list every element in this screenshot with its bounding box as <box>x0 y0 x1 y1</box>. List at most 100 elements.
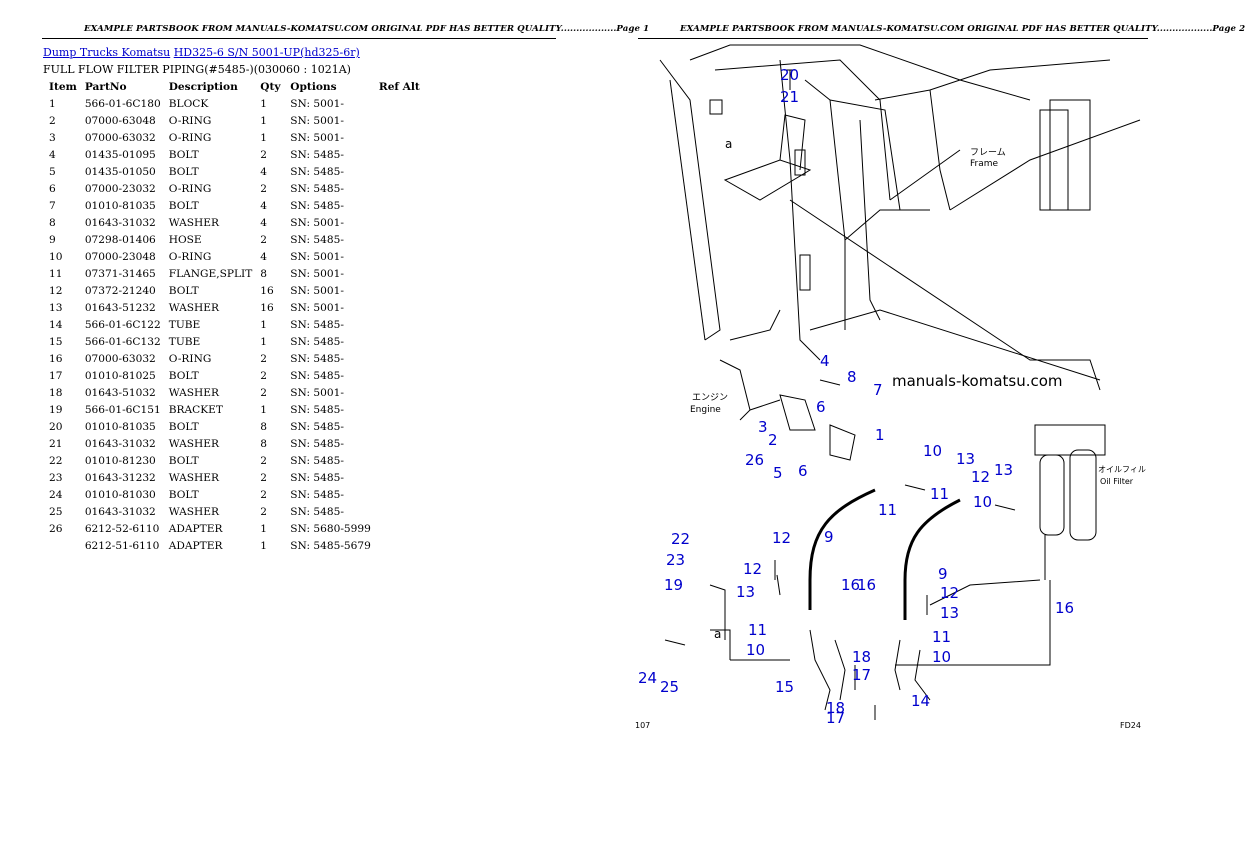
label-engine-jp: エンジン <box>692 393 728 403</box>
cell-partno: 566-01-6C132 <box>84 335 161 348</box>
cell-refalt <box>375 418 424 435</box>
cell-partno: 07000-23032 <box>84 182 156 195</box>
cell-options: SN: 5485- <box>290 437 344 450</box>
callout-number: 10 <box>932 648 951 666</box>
cell-qty: 4 <box>260 216 268 229</box>
callout-number: 11 <box>930 485 949 503</box>
callout-number: 22 <box>671 530 690 548</box>
cell-partno: 07000-23048 <box>84 250 156 263</box>
diagram-footer-left: 107 <box>635 721 650 730</box>
cell-partno: 01010-81035 <box>84 420 156 433</box>
cell-description: ADAPTER <box>168 522 223 535</box>
cell-description: ADAPTER <box>168 539 223 552</box>
category-link[interactable]: Dump Trucks Komatsu <box>43 46 171 59</box>
cell-description: BOLT <box>168 284 199 297</box>
cell-refalt <box>375 452 424 469</box>
cell-qty: 4 <box>260 199 268 212</box>
label-a-bottom: a <box>714 627 721 641</box>
cell-refalt <box>375 214 424 231</box>
cell-description: O-RING <box>168 352 212 365</box>
cell-qty: 1 <box>260 522 268 535</box>
cell-partno: 01643-51032 <box>84 386 156 399</box>
cell-options: SN: 5001- <box>290 97 344 110</box>
cell-refalt <box>375 231 424 248</box>
cell-refalt <box>375 503 424 520</box>
cell-options: SN: 5485- <box>290 199 344 212</box>
cell-options: SN: 5485- <box>290 369 344 382</box>
cell-partno: 01643-31232 <box>84 471 156 484</box>
cell-qty: 1 <box>260 335 268 348</box>
cell-partno: 6212-52-6110 <box>84 522 160 535</box>
callout-number: 13 <box>940 604 959 622</box>
page1-header: EXAMPLE PARTSBOOK FROM MANUALS-KOMATSU.C… <box>84 24 650 34</box>
cell-item: 5 <box>49 165 56 178</box>
cell-refalt <box>375 248 424 265</box>
cell-description: O-RING <box>168 182 212 195</box>
callout-number: 14 <box>911 692 930 710</box>
callout-number: 7 <box>873 381 883 399</box>
callout-number: 16 <box>857 576 876 594</box>
cell-partno: 01010-81035 <box>84 199 156 212</box>
cell-refalt <box>375 316 424 333</box>
callout-number: 21 <box>780 88 799 106</box>
cell-options: SN: 5485- <box>290 352 344 365</box>
cell-item: 9 <box>49 233 56 246</box>
cell-qty: 16 <box>260 284 274 297</box>
cell-item: 16 <box>49 352 63 365</box>
cell-qty: 2 <box>260 488 268 501</box>
callout-number: 10 <box>973 493 992 511</box>
cell-options: SN: 5001- <box>290 267 344 280</box>
diagram-footer-right: FD24 <box>1120 721 1141 730</box>
cell-description: TUBE <box>168 335 201 348</box>
callout-number: 17 <box>826 709 845 727</box>
callout-number: 18 <box>826 699 845 717</box>
callout-number: 9 <box>824 528 834 546</box>
cell-qty: 2 <box>260 505 268 518</box>
callout-number: 6 <box>798 462 808 480</box>
cell-description: HOSE <box>168 233 202 246</box>
cell-refalt <box>375 112 424 129</box>
callout-number: 11 <box>932 628 951 646</box>
model-link[interactable]: HD325-6 S/N 5001-UP(hd325-6r) <box>173 46 360 59</box>
callout-number: 11 <box>748 621 767 639</box>
col-options-header: Options <box>290 80 337 93</box>
cell-options: SN: 5485- <box>290 403 344 416</box>
cell-refalt <box>375 350 424 367</box>
cell-options: SN: 5485- <box>290 182 344 195</box>
cell-qty: 2 <box>260 369 268 382</box>
cell-qty: 2 <box>260 182 268 195</box>
cell-qty: 4 <box>260 165 268 178</box>
callout-number: 16 <box>1055 599 1074 617</box>
cell-partno: 07298-01406 <box>84 233 156 246</box>
cell-refalt <box>375 333 424 350</box>
callout-number: 13 <box>956 450 975 468</box>
callout-number: 17 <box>852 666 871 684</box>
cell-item: 20 <box>49 420 63 433</box>
cell-refalt <box>375 435 424 452</box>
breadcrumb: Dump Trucks Komatsu HD325-6 S/N 5001-UP(… <box>43 46 360 59</box>
cell-qty: 1 <box>260 539 268 552</box>
cell-refalt <box>375 163 424 180</box>
cell-item: 26 <box>49 522 63 535</box>
cell-refalt <box>375 384 424 401</box>
cell-partno: 6212-51-6110 <box>84 539 160 552</box>
table-row: 6 07000-23032 O-RING 2 SN: 5485- <box>43 180 424 197</box>
cell-item: 1 <box>49 97 56 110</box>
callout-number: 13 <box>994 461 1013 479</box>
cell-description: BOLT <box>168 148 199 161</box>
cell-refalt <box>375 469 424 486</box>
parts-table: Item PartNo Description Qty Options Ref … <box>43 78 424 554</box>
cell-item: 6 <box>49 182 56 195</box>
page1-header-rule <box>42 38 556 39</box>
parts-diagram: a a フレーム Frame エンジン Engine オイルフィル Oil Fi… <box>635 44 1146 730</box>
